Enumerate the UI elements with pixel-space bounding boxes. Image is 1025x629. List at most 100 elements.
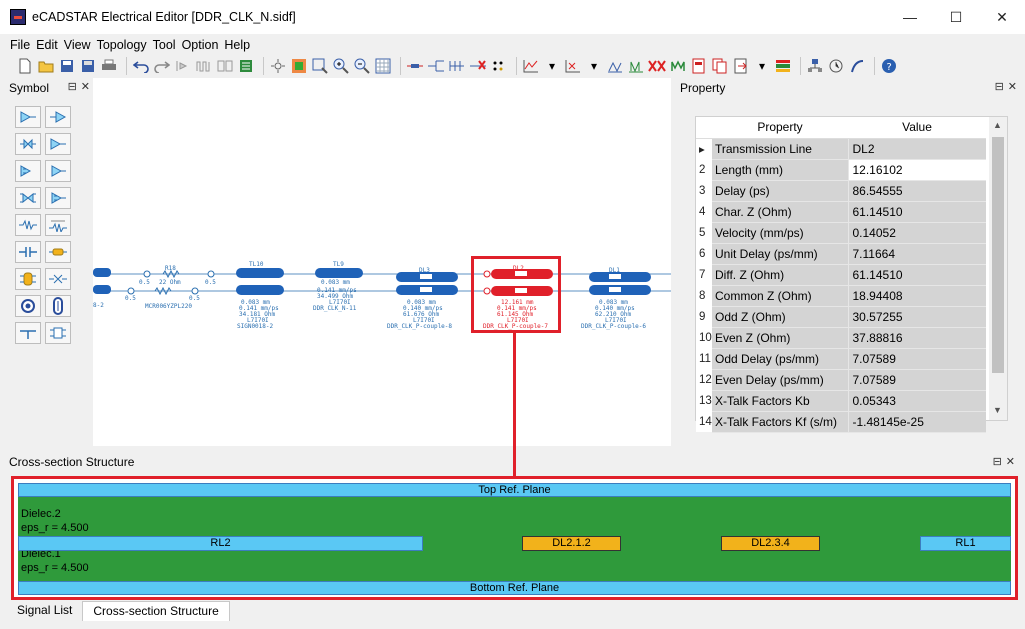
new-file-icon[interactable] <box>16 57 34 75</box>
cross-section-view[interactable]: Top Ref. Plane Dielec.2 eps_r = 4.500 Di… <box>11 476 1018 600</box>
trace-dl2-1-2[interactable]: DL2.1.2 <box>522 536 621 551</box>
net-delete-icon[interactable] <box>469 57 487 75</box>
report-pages-icon[interactable] <box>711 57 729 75</box>
property-value[interactable]: 7.11664 <box>847 243 986 265</box>
probe-icon[interactable] <box>848 57 866 75</box>
property-value[interactable]: 37.88816 <box>847 327 986 349</box>
property-value[interactable]: 0.14052 <box>847 222 986 244</box>
book-icon[interactable] <box>237 57 255 75</box>
compare-icon[interactable] <box>216 57 234 75</box>
bidir-symbol-icon[interactable] <box>15 133 41 155</box>
property-value[interactable]: 30.57255 <box>847 306 986 328</box>
export-icon[interactable] <box>732 57 750 75</box>
property-value[interactable]: 86.54555 <box>847 180 986 202</box>
zoom-fit-icon[interactable] <box>290 57 308 75</box>
diff-bidir-symbol-icon[interactable] <box>15 187 41 209</box>
property-value[interactable]: 61.14510 <box>847 264 986 286</box>
close-icon[interactable]: ✕ <box>1007 81 1017 93</box>
bottom-ref-plane[interactable]: Bottom Ref. Plane <box>18 581 1011 595</box>
stackup-icon[interactable] <box>774 57 792 75</box>
property-value[interactable]: 7.07589 <box>847 348 986 370</box>
dots-icon[interactable] <box>490 57 508 75</box>
diff-receiver-symbol-icon[interactable] <box>45 160 71 182</box>
minimize-button[interactable]: — <box>903 9 917 25</box>
crosstalk-icon[interactable] <box>648 57 666 75</box>
pin-icon[interactable]: ⊟ <box>67 81 77 93</box>
eye-diagram-icon[interactable] <box>606 57 624 75</box>
grid-icon[interactable] <box>374 57 392 75</box>
property-value[interactable]: 12.16102 <box>847 159 986 181</box>
help-icon[interactable]: ? <box>880 57 898 75</box>
redo-icon[interactable] <box>153 57 171 75</box>
close-icon[interactable]: ✕ <box>80 81 90 93</box>
scroll-thumb[interactable] <box>992 137 1004 373</box>
terminal-symbol-icon[interactable] <box>15 322 41 344</box>
menu-topology[interactable]: Topology <box>96 38 147 52</box>
trace-rl2[interactable]: RL2 <box>18 536 423 551</box>
diff-driver-symbol-icon[interactable] <box>15 160 41 182</box>
close-icon[interactable]: ✕ <box>1005 456 1015 468</box>
plot-config-icon[interactable] <box>564 57 582 75</box>
receiver-symbol-icon[interactable] <box>45 106 71 128</box>
connector-symbol-icon[interactable] <box>15 268 41 290</box>
probe-point-symbol-icon[interactable] <box>15 295 41 317</box>
network-icon[interactable] <box>806 57 824 75</box>
menu-file[interactable]: File <box>10 38 31 52</box>
scroll-up-icon[interactable]: ▲ <box>993 120 1002 130</box>
menu-view[interactable]: View <box>63 38 91 52</box>
net-branch-icon[interactable] <box>427 57 445 75</box>
property-value[interactable]: -1.48145e-25 <box>847 411 986 433</box>
analysis-icon[interactable] <box>669 57 687 75</box>
diff-io-symbol-icon[interactable] <box>45 187 71 209</box>
pin-icon[interactable]: ⊟ <box>992 456 1002 468</box>
via-symbol-icon[interactable] <box>45 268 71 290</box>
property-scrollbar[interactable]: ▲ ▼ <box>989 117 1007 420</box>
resistor-pack-symbol-icon[interactable] <box>45 214 71 236</box>
top-ref-plane[interactable]: Top Ref. Plane <box>18 483 1011 497</box>
topology-canvas[interactable]: 8-2 0.5 0.5 0.5 0.5 R18 22 Ohm MCR006YZP… <box>93 78 671 446</box>
io-symbol-icon[interactable] <box>45 133 71 155</box>
save-icon[interactable] <box>58 57 76 75</box>
menu-tool[interactable]: Tool <box>152 38 176 52</box>
capacitor-symbol-icon[interactable] <box>15 241 41 263</box>
property-header[interactable]: Property <box>712 117 848 139</box>
zoom-area-icon[interactable] <box>311 57 329 75</box>
chevron-down-icon[interactable]: ▾ <box>548 59 556 73</box>
net-connect-icon[interactable] <box>406 57 424 75</box>
menu-edit[interactable]: Edit <box>36 38 58 52</box>
property-value[interactable]: DL2 <box>847 138 986 160</box>
tab-signal-list[interactable]: Signal List <box>17 603 73 617</box>
package-symbol-icon[interactable] <box>45 322 71 344</box>
trace-dl2-3-4[interactable]: DL2.3.4 <box>721 536 820 551</box>
property-value[interactable]: 18.94408 <box>847 285 986 307</box>
save-as-icon[interactable] <box>79 57 97 75</box>
trace-rl1[interactable]: RL1 <box>920 536 1011 551</box>
property-value[interactable]: 7.07589 <box>847 369 986 391</box>
property-value[interactable]: 0.05343 <box>847 390 986 412</box>
net-split-icon[interactable] <box>448 57 466 75</box>
zoom-in-icon[interactable] <box>332 57 350 75</box>
ground-via-symbol-icon[interactable] <box>45 295 71 317</box>
step-icon[interactable] <box>174 57 192 75</box>
menu-option[interactable]: Option <box>181 38 219 52</box>
undo-icon[interactable] <box>132 57 150 75</box>
property-value[interactable]: 61.14510 <box>847 201 986 223</box>
plot-icon[interactable] <box>522 57 540 75</box>
waveform-icon[interactable] <box>195 57 213 75</box>
open-folder-icon[interactable] <box>37 57 55 75</box>
maximize-button[interactable]: ☐ <box>949 8 963 25</box>
value-header[interactable]: Value <box>848 117 986 139</box>
highlight-icon[interactable] <box>269 57 287 75</box>
